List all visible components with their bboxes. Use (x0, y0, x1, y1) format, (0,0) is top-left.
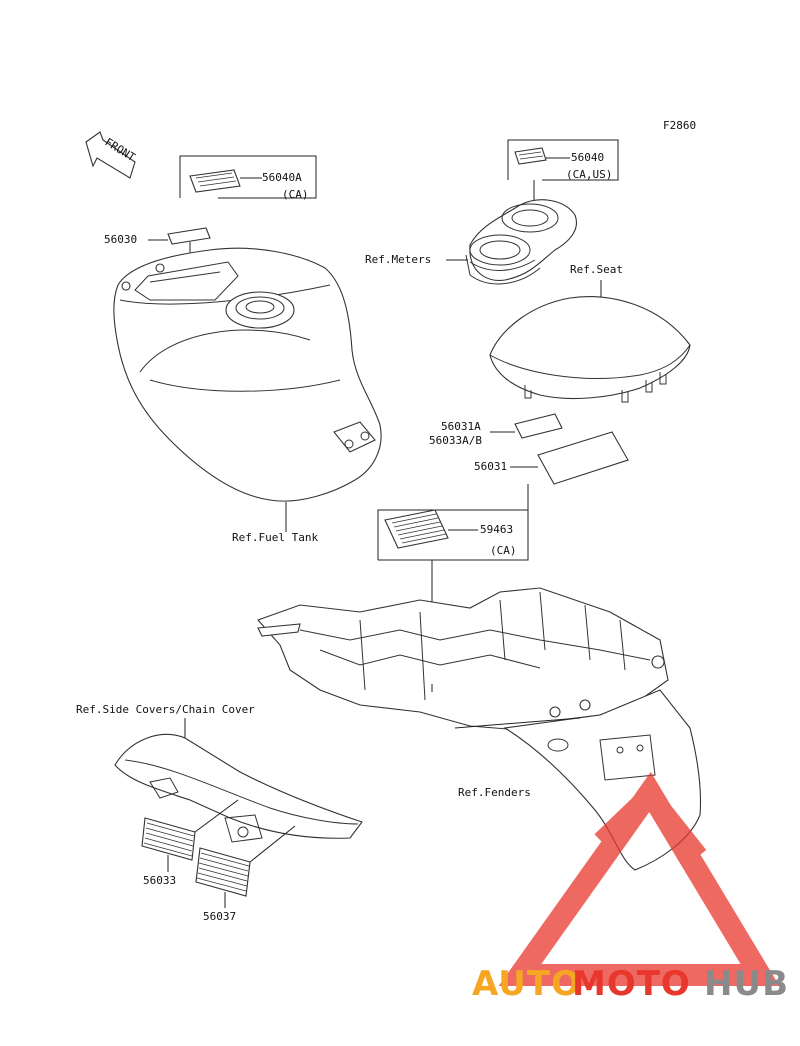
label-56031: 56031 (474, 460, 507, 473)
ref-side-covers: Ref.Side Covers/Chain Cover (76, 703, 255, 716)
decal-56040A-icon (189, 169, 241, 193)
label-56037: 56037 (203, 910, 236, 923)
label-56040-group: 56040 (CA,US) (507, 139, 619, 210)
label-56040-note: (CA,US) (566, 168, 612, 181)
watermark-moto: MOTO (572, 964, 691, 1004)
label-59463-group: 59463 (CA) (377, 509, 529, 640)
decal-56030-icon (167, 227, 211, 245)
fuel-tank (113, 247, 382, 502)
seat (489, 296, 691, 403)
label-56031A: 56031A (441, 420, 481, 433)
ref-seat: Ref.Seat (570, 263, 623, 276)
watermark-triangle-icon (498, 771, 780, 986)
figure-code: F2860 (663, 119, 696, 132)
decal-56031A-icon (514, 413, 563, 439)
watermark-auto: AUTO (472, 964, 581, 1004)
label-56033: 56033 (143, 874, 176, 887)
seat-decals: 56031A 56033A/B 56031 (429, 413, 629, 560)
label-56040A-note: (CA) (282, 188, 309, 201)
ref-fuel-tank: Ref.Fuel Tank (232, 531, 318, 544)
front-arrow-icon: FRONT (85, 131, 138, 179)
label-59463-note: (CA) (490, 544, 517, 557)
ref-meters: Ref.Meters (365, 253, 431, 266)
label-56040A-group: 56040A (CA) (179, 155, 317, 201)
meters (465, 199, 577, 285)
label-56040: 56040 (571, 151, 604, 164)
label-56040A: 56040A (262, 171, 302, 184)
decal-56040-icon (514, 147, 547, 165)
chain-cover (114, 734, 363, 843)
decal-56031-icon (537, 431, 629, 485)
rear-fender-frame (257, 587, 702, 871)
label-59463: 59463 (480, 523, 513, 536)
ref-fenders: Ref.Fenders (458, 786, 531, 799)
label-56033AB: 56033A/B (429, 434, 482, 447)
decal-59463-icon (384, 509, 449, 549)
decal-56037-icon (195, 847, 251, 897)
decal-56033-icon (141, 817, 196, 861)
watermark-hub: HUB (704, 964, 789, 1004)
label-56030: 56030 (104, 233, 137, 246)
